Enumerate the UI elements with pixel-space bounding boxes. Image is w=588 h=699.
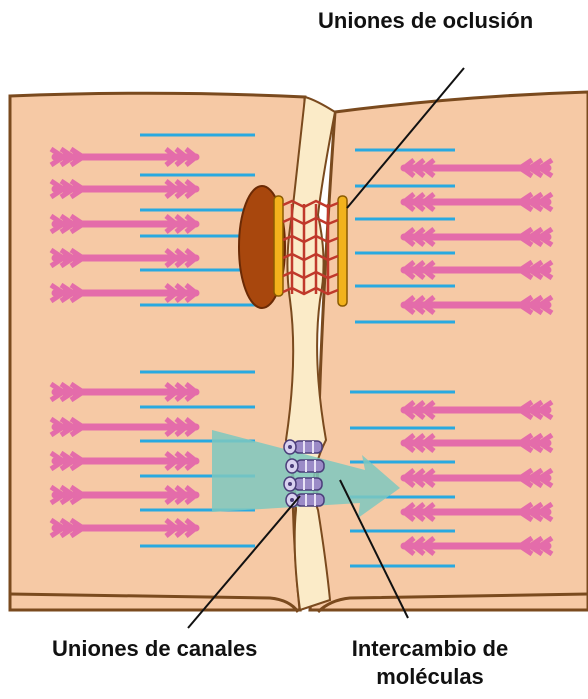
tight-junction-band-left (274, 196, 283, 296)
molecule-exchange-label-line1: Intercambio de (330, 636, 530, 662)
connexon-channel (284, 477, 322, 491)
occlusion-junctions-label: Uniones de oclusión (318, 8, 533, 34)
channel-junctions-label: Uniones de canales (52, 636, 257, 662)
molecule-exchange-label-line2: moléculas (330, 664, 530, 690)
tight-junction-band-right (338, 196, 347, 306)
connexon-channel (286, 459, 324, 473)
connexon-channel (284, 440, 322, 454)
